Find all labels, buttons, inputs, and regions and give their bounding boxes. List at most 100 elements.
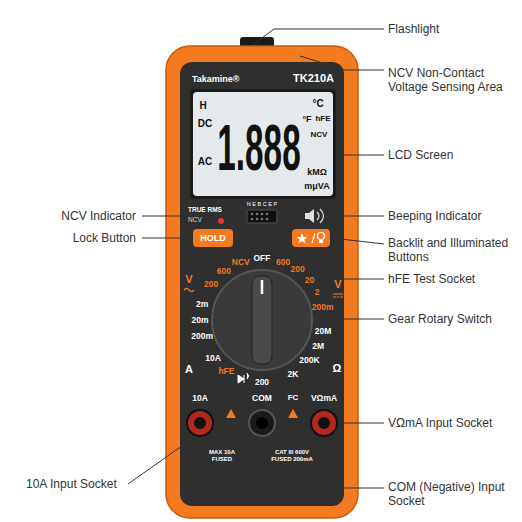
- lcd-icon: H: [199, 101, 206, 111]
- socket-10a: [187, 410, 213, 436]
- lcd-unit: kMΩ: [307, 168, 327, 177]
- callout-label: hFE Test Socket: [388, 272, 475, 286]
- dial-ncv: NCV: [232, 257, 250, 267]
- dial-range: 600: [276, 257, 290, 267]
- leader-line: [339, 423, 384, 424]
- lcd-icon: DC: [198, 119, 212, 129]
- diode-beep-symbol: [238, 373, 249, 383]
- lcd-icon: NCV: [311, 131, 328, 139]
- model-number: TK210A: [293, 72, 334, 85]
- lcd-unit: mμVA: [304, 182, 329, 191]
- callout-label: Backlit and Illuminated Buttons: [388, 236, 518, 265]
- dial-range: 200: [255, 377, 269, 387]
- lcd-icon: hFE: [315, 115, 330, 123]
- beep-icon: [305, 209, 314, 223]
- leader-line: [254, 29, 384, 44]
- socket-label: 10A: [192, 393, 208, 403]
- warning-triangle: [226, 409, 236, 418]
- callout-label: 10A Input Socket: [26, 477, 117, 491]
- callout-label: Gear Rotary Switch: [388, 312, 492, 326]
- ac-symbol: [184, 289, 194, 292]
- dial-range: 200: [290, 264, 304, 274]
- ncv-indicator-label: NCV: [188, 216, 202, 224]
- hole: [251, 218, 254, 221]
- dial-range: 200K: [299, 355, 319, 365]
- hole: [256, 213, 259, 216]
- lcd-digits: 1.888: [217, 116, 300, 180]
- dial-range: 200m: [312, 302, 334, 312]
- hfe-pin-letters: N E B C E P: [247, 201, 277, 208]
- socket-voma: [311, 410, 337, 436]
- dial-range: 10A: [205, 353, 221, 363]
- dial-range: 2K: [288, 369, 299, 379]
- leader-line: [332, 238, 384, 244]
- lcd-screen: H DC AC 1.888 °C°F hFE NCV kMΩ mμVA: [193, 92, 333, 196]
- hold-button: HOLD: [193, 229, 233, 247]
- dial-range: 2M: [312, 341, 324, 351]
- hole: [261, 218, 264, 221]
- hole: [266, 218, 269, 221]
- leader-line: [300, 56, 384, 70]
- knob-grip: [252, 276, 272, 364]
- leader-line: [313, 319, 384, 320]
- dial-range: 20: [305, 275, 314, 285]
- bulb-icon: [318, 233, 325, 240]
- callout-label: NCV Indicator: [61, 209, 136, 223]
- dial-range: 20M: [315, 326, 332, 336]
- true-rms-mark: TRUE RMS: [188, 206, 222, 214]
- dial-range: 2: [315, 287, 320, 297]
- brand-name: Takamine®: [192, 74, 239, 85]
- leader-line: [272, 225, 384, 279]
- dial-range: 200: [204, 279, 218, 289]
- lcd-icon: AC: [198, 157, 212, 167]
- lcd-bezel: [190, 89, 336, 199]
- hfe-socket: [247, 210, 277, 223]
- button-label: HOLD: [200, 234, 226, 243]
- callout-label: Beeping Indicator: [388, 209, 481, 223]
- dc-symbol: [333, 294, 343, 297]
- dial-range: 200m: [191, 331, 213, 341]
- knob-pointer: [261, 280, 264, 294]
- socket-hole: [256, 417, 268, 429]
- callout-label: COM (Negative) Input Socket: [388, 480, 510, 509]
- backlight-button: [292, 229, 330, 247]
- rotary-knob: [212, 270, 312, 370]
- dial-range: 20m: [191, 315, 208, 325]
- dial-range: 2m: [196, 299, 208, 309]
- unit-mark: V: [334, 278, 341, 291]
- star-icon: [297, 233, 308, 244]
- unit-mark: A: [185, 363, 193, 376]
- dial-off: OFF: [254, 253, 271, 263]
- lcd-icon: °F: [302, 115, 311, 124]
- leader-line: [324, 216, 384, 217]
- socket-hole: [194, 417, 206, 429]
- lcd-icon: °C: [312, 99, 323, 109]
- dial-range: hFE: [218, 366, 234, 376]
- socket-hole: [318, 417, 330, 429]
- dial-range: 600: [217, 266, 231, 276]
- unit-mark: Ω: [333, 362, 342, 375]
- leader-line: [262, 438, 384, 488]
- slash: [312, 233, 315, 243]
- callout-label: LCD Screen: [388, 148, 453, 162]
- socket-label: COM: [252, 393, 272, 403]
- beep-waves: [317, 209, 324, 223]
- ncv-led: [218, 218, 224, 224]
- hole: [266, 213, 269, 216]
- callout-label: VΩmA Input Socket: [388, 416, 492, 430]
- leader-line: [142, 216, 185, 217]
- socket-label: VΩmA: [311, 393, 337, 403]
- callout-label: Flashlight: [388, 22, 439, 36]
- hole: [256, 218, 259, 221]
- callout-label: NCV Non-Contact Voltage Sensing Area: [388, 66, 518, 95]
- fuse-note: MAX 10A FUSED: [203, 449, 241, 463]
- socket-com: [249, 410, 275, 436]
- warning-triangle: [288, 409, 298, 418]
- callout-label: Lock Button: [73, 231, 136, 245]
- unit-mark: V: [185, 273, 192, 286]
- leader-line: [128, 436, 196, 484]
- leader-line: [142, 238, 191, 239]
- hfe-holes: [251, 213, 269, 221]
- hole: [251, 213, 254, 216]
